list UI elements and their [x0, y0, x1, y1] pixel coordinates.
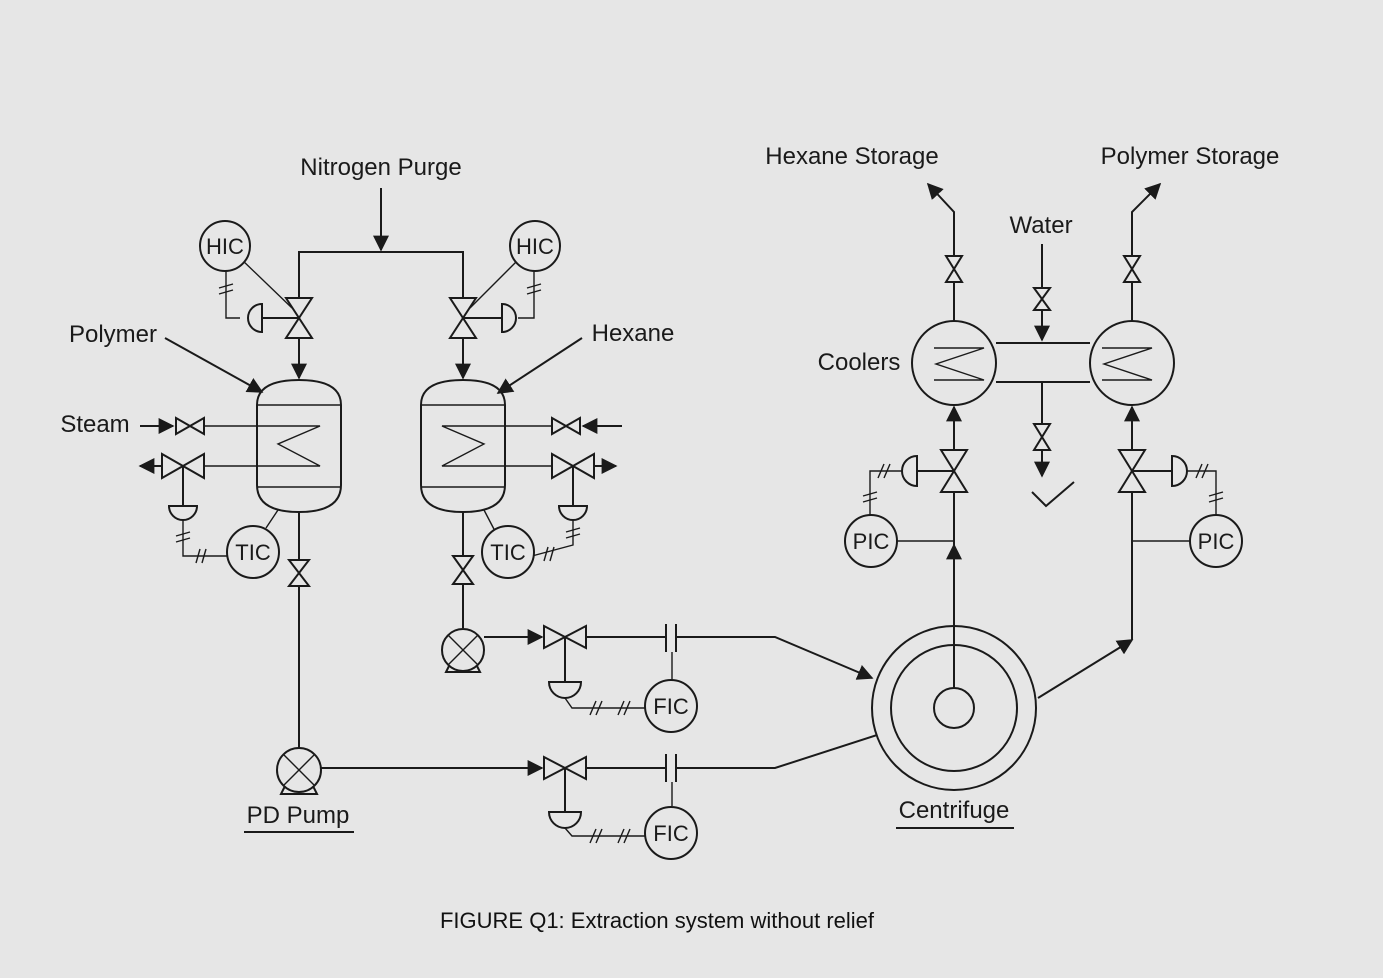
tic-right-tag: TIC: [490, 540, 526, 565]
polymer-label: Polymer: [69, 321, 157, 348]
hexane-feed-arrow: [496, 337, 583, 394]
centrifuge-label: Centrifuge: [899, 797, 1010, 824]
fic-top-tag: FIC: [653, 694, 689, 719]
hic-left-control-valve: [247, 297, 314, 380]
tic-left-signal: [175, 509, 279, 564]
tic-left-tag: TIC: [235, 540, 271, 565]
centrifuge-polymer-outlet: [1037, 492, 1134, 699]
fic-top-instrument: FIC: [644, 679, 698, 733]
hic-right-control-valve: [448, 297, 517, 380]
figure-caption: FIGURE Q1: Extraction system without rel…: [440, 908, 875, 933]
hic-left-tag: HIC: [206, 234, 244, 259]
fic-bottom-tag: FIC: [653, 821, 689, 846]
hic-right-tag: HIC: [516, 234, 554, 259]
polymer-cooler: [1089, 320, 1175, 406]
hexane-storage-line: [926, 182, 964, 321]
polymer-flow-line: [321, 712, 938, 782]
water-label: Water: [1009, 212, 1072, 239]
hexane-storage-label: Hexane Storage: [765, 143, 938, 170]
polymer-extraction-vessel: [205, 378, 342, 514]
hic-right-signal: [469, 257, 542, 319]
hexane-vessel-steam-inlet: [551, 416, 622, 436]
pic-left-instrument: PIC: [844, 514, 898, 568]
tic-right-signal: [483, 509, 581, 562]
hexane-extraction-vessel: [420, 378, 552, 514]
polymer-feed-arrow: [164, 337, 264, 393]
pic-right-control-valve: [1117, 405, 1188, 493]
polymer-storage-line: [1122, 182, 1162, 321]
coolers-label: Coolers: [818, 349, 901, 376]
pic-right-tag: PIC: [1198, 529, 1235, 554]
hic-left-signal: [218, 257, 293, 319]
steam-inlet-line: [140, 416, 205, 436]
pic-left-control-valve: [901, 405, 969, 493]
pd-pump-label: PD Pump: [247, 802, 350, 829]
nitrogen-purge-label: Nitrogen Purge: [300, 154, 461, 181]
steam-outlet-control-valve: [138, 452, 205, 521]
pic-left-tag: PIC: [853, 529, 890, 554]
nitrogen-purge-line: [298, 188, 464, 300]
pd-pump: [276, 747, 322, 795]
pic-right-signal: [1132, 463, 1224, 542]
water-outlet-line: [1031, 382, 1075, 508]
hexane-cooler: [911, 320, 997, 406]
polymer-storage-label: Polymer Storage: [1101, 143, 1280, 170]
polymer-vessel-bottom-line: [286, 512, 312, 752]
pic-left-signal: [862, 463, 954, 542]
water-inlet-line: [1032, 244, 1052, 342]
hexane-vessel-bottom-line: [451, 512, 475, 628]
centrifuge: [871, 625, 1037, 791]
hic-left-instrument: HIC: [199, 220, 251, 272]
fic-bottom-control-loop: [547, 768, 673, 844]
tic-right-instrument: TIC: [481, 525, 535, 579]
tic-left-instrument: TIC: [226, 525, 280, 579]
hexane-pump: [441, 628, 485, 673]
cooling-water-channel: [996, 342, 1090, 383]
hexane-label: Hexane: [592, 320, 675, 347]
pic-right-instrument: PIC: [1189, 514, 1243, 568]
hexane-flow-line: [484, 624, 874, 680]
steam-label: Steam: [60, 411, 129, 438]
hic-right-instrument: HIC: [509, 220, 561, 272]
hexane-vessel-steam-outlet-valve: [551, 452, 618, 521]
fic-bottom-instrument: FIC: [644, 806, 698, 860]
fic-top-control-loop: [547, 637, 673, 716]
